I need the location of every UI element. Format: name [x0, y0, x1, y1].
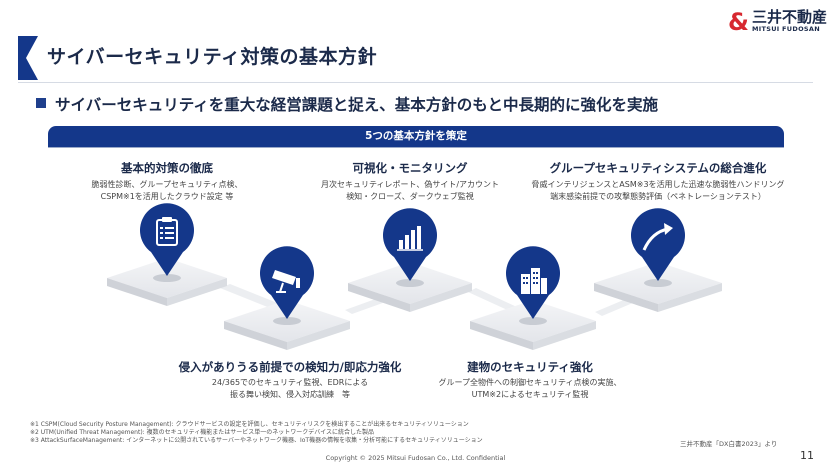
buildings-icon — [521, 268, 547, 294]
pin-visualization — [382, 208, 437, 281]
pin-basic-measures — [140, 203, 194, 276]
upward-trend-arrow-icon — [642, 223, 673, 251]
policy-4-desc-line2: UTM※2によるセキュリティ監視 — [471, 390, 589, 399]
page-number: 11 — [800, 449, 814, 462]
policy-3-desc-line1: 月次セキュリティレポート、偽サイト/アカウント — [320, 180, 500, 189]
policy-4-desc-line1: グループ全物件への制御セキュリティ点検の実施、 — [438, 378, 622, 387]
policy-2-desc-line1: 24/365でのセキュリティ監視、EDRによる — [211, 378, 369, 387]
policy-2-desc-line2: 振る舞い検知、侵入対応訓練 等 — [230, 390, 350, 399]
company-logo-icon: & — [728, 8, 749, 34]
subtitle-bullet — [36, 98, 46, 108]
footnote-3: ※3 AttackSurfaceManagement: インターネットに公開され… — [30, 437, 483, 444]
source-note: 三井不動産「DX白書2023」より — [680, 440, 778, 448]
policy-1-title: 基本的対策の徹底 — [121, 161, 213, 175]
policy-2-title: 侵入がありうる前提での検知力/即応力強化 — [178, 360, 402, 374]
pin-building-security — [506, 246, 561, 319]
footnote-1: ※1 CSPM(Cloud Security Posture Managemen… — [30, 421, 469, 428]
copyright: Copyright © 2025 Mitsui Fudosan Co., Ltd… — [325, 454, 506, 462]
policy-5-desc-line2: 端末感染前提での攻撃態勢評価（ペネトレーションテスト） — [550, 192, 766, 201]
logo-english: MITSUI FUDOSAN — [752, 25, 820, 33]
policy-5-title: グループセキュリティシステムの総合進化 — [549, 161, 767, 175]
title-divider — [18, 82, 813, 83]
policy-banner: 5つの基本方針を策定 — [48, 126, 784, 147]
logo-japanese: 三井不動産 — [752, 8, 828, 26]
page-title: サイバーセキュリティ対策の基本方針 — [47, 46, 377, 68]
bar-chart-icon — [397, 226, 423, 251]
pin-system-evolution — [630, 208, 686, 281]
banner-divider — [48, 147, 784, 148]
policy-4-title: 建物のセキュリティ強化 — [467, 360, 593, 374]
security-camera-icon — [272, 270, 300, 293]
policy-1-desc-line1: 脆弱性診断、グループセキュリティ点検、 — [91, 180, 243, 189]
policy-1-desc-line2: CSPM※1を活用したクラウド設定 等 — [100, 192, 234, 201]
policy-5-desc-line1: 脅威インテリジェンスとASM※3を活用した迅速な脆弱性ハンドリング — [531, 180, 785, 189]
svg-text:&: & — [728, 8, 749, 34]
policy-3-desc-line2: 検知・クローズ、ダークウェブ監視 — [346, 192, 474, 201]
pin-detection-response — [259, 246, 314, 319]
title-accent-mark — [18, 36, 38, 80]
policy-3-title: 可視化・モニタリング — [352, 161, 468, 175]
subtitle: サイバーセキュリティを重大な経営課題と捉え、基本方針のもと中長期的に強化を実施 — [55, 96, 658, 114]
footnote-2: ※2 UTM(Unified Threat Management): 複数のセキ… — [30, 429, 375, 436]
clipboard-checklist-icon — [156, 217, 178, 246]
